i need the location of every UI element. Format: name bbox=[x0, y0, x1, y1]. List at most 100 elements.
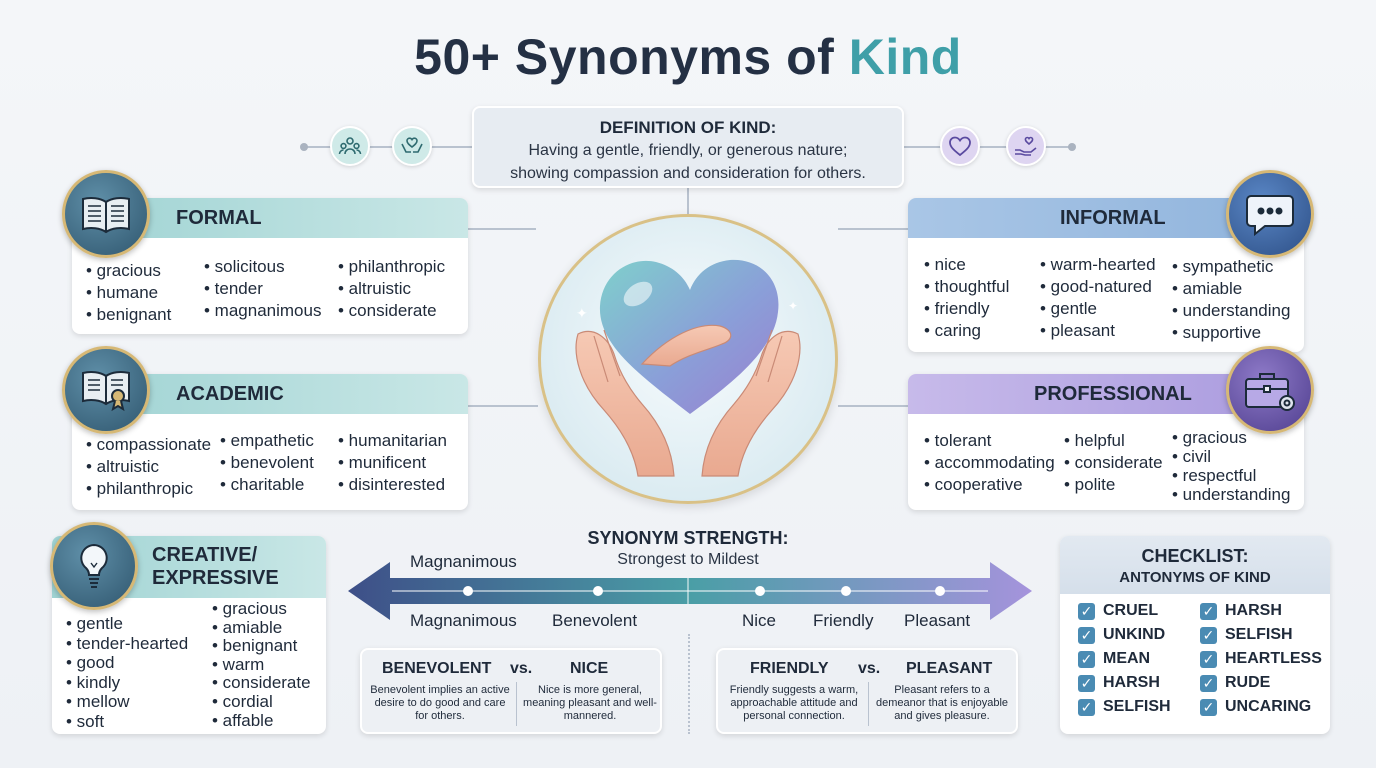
academic-label: ACADEMIC bbox=[176, 382, 284, 405]
comparison-friendly-pleasant: FRIENDLY vs. PLEASANT Friendly suggests … bbox=[716, 648, 1018, 734]
lightbulb-icon bbox=[50, 522, 138, 610]
checklist-item: ✓UNCARING bbox=[1200, 698, 1311, 716]
definition-line-1: Having a gentle, friendly, or generous n… bbox=[528, 142, 848, 159]
checklist-header: CHECKLIST: ANTONYMS OF KIND bbox=[1060, 536, 1330, 594]
top-connector-right bbox=[904, 146, 1070, 148]
list-item: • friendly bbox=[924, 299, 990, 318]
checklist-item: ✓ SELFISH bbox=[1200, 626, 1293, 644]
people-group-icon bbox=[330, 126, 370, 166]
list-item: • benevolent bbox=[220, 453, 314, 472]
comparison-separator bbox=[516, 682, 517, 726]
list-item: • altruistic bbox=[86, 457, 160, 476]
checkbox-checked-icon: ✓ bbox=[1200, 698, 1217, 716]
heart-icon bbox=[940, 126, 980, 166]
creative-label-2: EXPRESSIVE bbox=[152, 567, 279, 589]
strength-subheading: Strongest to Mildest bbox=[617, 551, 759, 568]
list-item: • good bbox=[66, 653, 115, 672]
connector-professional bbox=[838, 405, 910, 407]
strength-arrow bbox=[348, 562, 1032, 620]
creative-col-1: • gentle • tender-hearted • good • kindl… bbox=[66, 614, 188, 731]
strength-point-5: Pleasant bbox=[904, 611, 971, 630]
speech-bubble-icon bbox=[1226, 170, 1314, 258]
list-item: • kindly bbox=[66, 672, 121, 692]
list-item: • considerate bbox=[338, 301, 437, 320]
professional-card: PROFESSIONAL • tolerant • accommodating … bbox=[908, 374, 1304, 510]
hands-holding-heart-icon: ✦ ✦ bbox=[575, 259, 801, 477]
definition-box: DEFINITION OF KIND: Having a gentle, fri… bbox=[472, 106, 904, 188]
comparison-separator bbox=[868, 682, 869, 726]
professional-col-1: • tolerant • accommodating • cooperative bbox=[924, 430, 1055, 496]
checklist-item: ✓ MEAN bbox=[1078, 650, 1150, 668]
checklist-item-label: CRUEL bbox=[1103, 602, 1159, 619]
informal-col-3: • sympathetic • amiable • understanding … bbox=[1172, 256, 1290, 344]
connector-informal bbox=[838, 228, 908, 230]
checkbox-checked-icon: ✓ bbox=[1078, 602, 1095, 620]
checkbox-checked-icon: ✓ bbox=[1200, 626, 1217, 644]
list-item: • tender bbox=[204, 279, 263, 298]
list-item: • warm bbox=[212, 654, 265, 674]
list-item: • considerate bbox=[1064, 453, 1163, 472]
list-item: • charitable bbox=[220, 475, 305, 494]
connector-dot-right bbox=[1068, 143, 1076, 151]
comparison-desc-1: Friendly suggests a warm, approachable a… bbox=[729, 684, 859, 722]
open-book-icon bbox=[62, 170, 150, 258]
strength-heading: SYNONYM STRENGTH: bbox=[587, 528, 789, 548]
checklist-item-label: SELFISH bbox=[1225, 626, 1293, 643]
list-item: • supportive bbox=[1172, 323, 1262, 342]
informal-col-2: • warm-hearted • good-natured • gentle •… bbox=[1040, 254, 1156, 342]
creative-col-2: • gracious • amiable • benignant • warm … bbox=[212, 599, 311, 730]
list-item: • civil bbox=[1172, 447, 1212, 466]
checkbox-checked-icon: ✓ bbox=[1200, 602, 1217, 620]
list-item: • helpful bbox=[1064, 431, 1125, 450]
list-item: • gentle bbox=[66, 614, 123, 633]
formal-col-1: • gracious • humane • benignant bbox=[86, 260, 171, 326]
checklist-item: ✓HARSH bbox=[1200, 602, 1282, 620]
strength-point-4: Friendly bbox=[813, 611, 874, 630]
checklist-item-label: SELFISH bbox=[1103, 698, 1171, 715]
checkbox-checked-icon: ✓ bbox=[1078, 626, 1095, 644]
svg-text:✦: ✦ bbox=[576, 305, 588, 321]
checklist-item: ✓HARSH bbox=[1078, 674, 1160, 692]
book-ribbon-icon bbox=[62, 346, 150, 434]
list-item: • affable bbox=[212, 710, 274, 730]
list-item: • warm-hearted bbox=[1040, 255, 1156, 274]
page-title: 50+ Synonyms of Kind bbox=[0, 28, 1376, 86]
hands-heart-icon bbox=[392, 126, 432, 166]
comparison-divider bbox=[688, 634, 690, 734]
list-item: • altruistic bbox=[338, 279, 412, 298]
checkbox-checked-icon: ✓ bbox=[1078, 650, 1095, 668]
list-item: • munificent bbox=[338, 453, 427, 472]
list-item: • soft bbox=[66, 711, 105, 731]
center-emblem: ✦ ✦ bbox=[538, 214, 838, 504]
formal-card: FORMAL • gracious • humane • benignant •… bbox=[72, 198, 468, 334]
checklist-item-label: HEARTLESS bbox=[1225, 650, 1322, 667]
formal-col-3: • philanthropic • altruistic • considera… bbox=[338, 256, 445, 322]
checkbox-checked-icon: ✓ bbox=[1078, 698, 1095, 716]
formal-label: FORMAL bbox=[176, 206, 262, 229]
strength-point-3: Nice bbox=[742, 611, 777, 630]
list-item: • gracious bbox=[212, 599, 287, 618]
checklist-item-label: MEAN bbox=[1103, 650, 1151, 667]
connector-formal bbox=[466, 228, 536, 230]
comparison-benevolent-nice: BENEVOLENT vs. NICE Benevolent implies a… bbox=[360, 648, 662, 734]
list-item: • magnanimous bbox=[204, 301, 322, 320]
informal-col-1: • nice • thoughtful • friendly • caring bbox=[924, 254, 1009, 342]
list-item: • benignant bbox=[212, 636, 298, 656]
list-item: • philanthropic bbox=[86, 479, 194, 498]
checklist-item: ✓UNKIND bbox=[1078, 626, 1165, 644]
professional-label: PROFESSIONAL bbox=[1034, 382, 1192, 405]
strength-top-label: Magnanimous bbox=[410, 552, 517, 571]
connector-academic bbox=[466, 405, 538, 407]
list-item: • amiable bbox=[212, 617, 283, 637]
list-item: • understanding bbox=[1172, 301, 1291, 320]
list-item: • respectful bbox=[1172, 466, 1257, 485]
list-item: • tolerant bbox=[924, 431, 992, 450]
list-item: • compassionate bbox=[86, 435, 212, 454]
informal-label: INFORMAL bbox=[1060, 206, 1166, 229]
title-accent: Kind bbox=[848, 29, 962, 85]
hand-heart-icon bbox=[1006, 126, 1046, 166]
comparison-vs: vs. bbox=[510, 660, 533, 677]
list-item: • gentle bbox=[1040, 299, 1097, 318]
list-item: • tender-hearted bbox=[66, 633, 189, 653]
list-item: • pleasant bbox=[1040, 321, 1115, 340]
